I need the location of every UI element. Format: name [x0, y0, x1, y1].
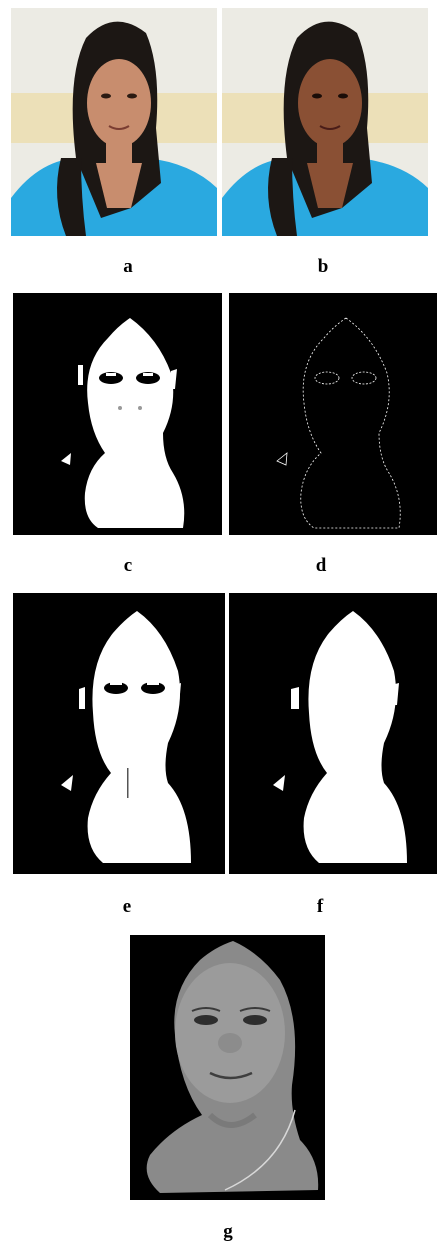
gray-g-image	[130, 935, 325, 1200]
panel-a-original-photo	[11, 8, 217, 236]
caption-e: e	[107, 897, 147, 917]
panel-g-grayscale-face	[130, 935, 325, 1200]
panel-d-edge-outline	[229, 293, 437, 535]
mask-e-image	[13, 593, 225, 874]
photo-a-image	[11, 8, 217, 236]
panel-f-filled-mask	[229, 593, 437, 874]
caption-f: f	[300, 897, 340, 917]
panel-b-enhanced-photo	[222, 8, 428, 236]
caption-b: b	[303, 257, 343, 277]
panel-e-skin-mask	[13, 593, 225, 874]
mask-f-image	[229, 593, 437, 874]
caption-a: a	[108, 257, 148, 277]
photo-b-image	[222, 8, 428, 236]
caption-d: d	[301, 556, 341, 576]
caption-c: c	[108, 556, 148, 576]
panel-c-skin-mask	[13, 293, 222, 535]
caption-g: g	[208, 1222, 248, 1242]
mask-c-image	[13, 293, 222, 535]
mask-d-image	[229, 293, 437, 535]
